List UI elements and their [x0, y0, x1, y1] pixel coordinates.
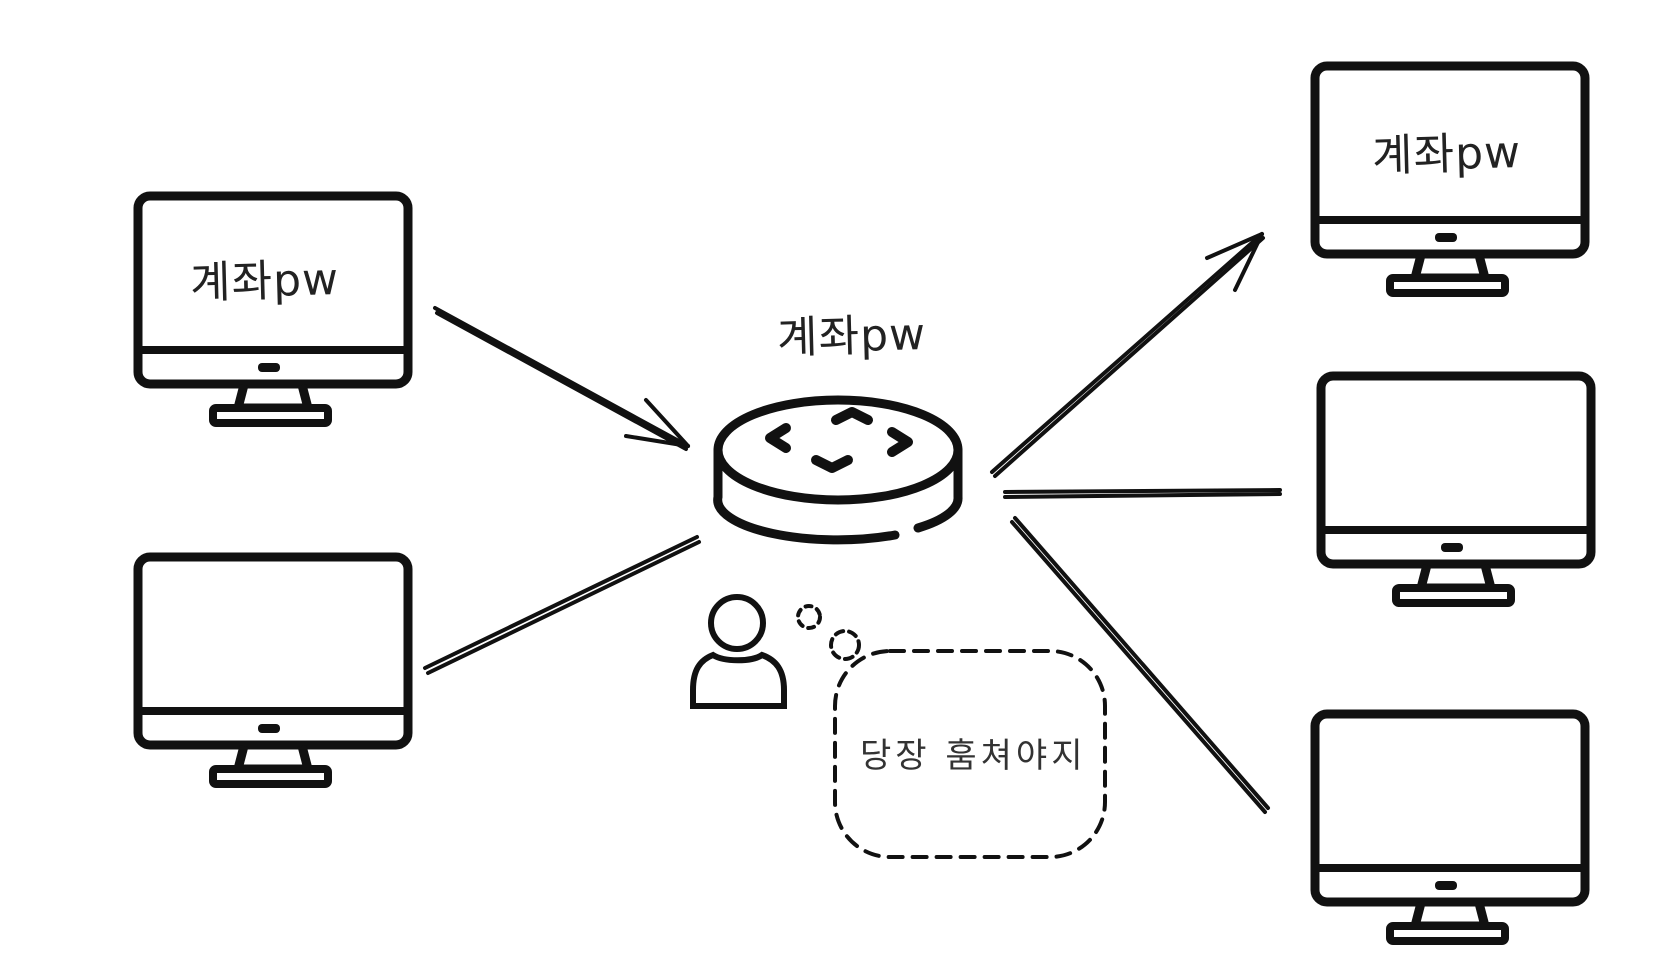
- monitor-left-bottom: [138, 557, 408, 784]
- arrow-icon: [433, 306, 690, 451]
- monitor-left-top: [138, 196, 408, 423]
- left-monitor-label: 계좌pw: [189, 254, 340, 309]
- connections: [423, 232, 1282, 814]
- monitor-right-bottom: [1315, 714, 1585, 941]
- thought-bubble-icon: [796, 604, 1107, 859]
- right-monitor-label: 계좌pw: [1371, 127, 1522, 182]
- arrow-icon: [990, 232, 1265, 478]
- user-icon: [690, 594, 787, 709]
- monitor-right-middle: [1321, 376, 1591, 603]
- link-left-bottom: [423, 535, 699, 670]
- monitor-icon: [138, 196, 408, 423]
- attacker-thought-text: 당장 훔쳐야지: [860, 736, 1087, 776]
- monitor-icon: [1321, 376, 1591, 603]
- link-right-middle: [1003, 488, 1282, 494]
- monitor-icon: [138, 557, 408, 784]
- router-label: 계좌pw: [776, 309, 927, 364]
- router-icon: [713, 395, 963, 545]
- monitor-icon: [1315, 714, 1585, 941]
- link-right-bottom: [1013, 516, 1270, 810]
